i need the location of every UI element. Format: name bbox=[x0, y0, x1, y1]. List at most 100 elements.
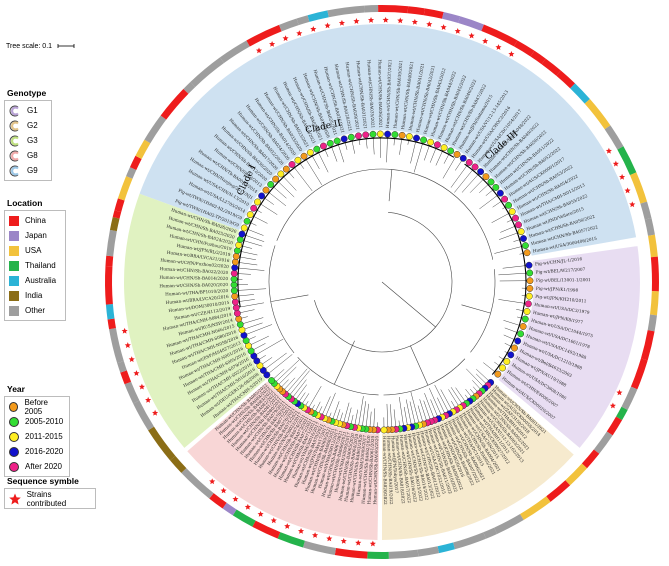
location-segment bbox=[581, 449, 600, 469]
location-legend-item: Thailand bbox=[9, 258, 61, 273]
contributed-star-icon bbox=[482, 37, 489, 44]
red-star-icon bbox=[9, 493, 21, 504]
contributed-star-icon bbox=[426, 21, 433, 27]
location-segment bbox=[604, 125, 624, 150]
genotype-sector-g9 bbox=[139, 24, 637, 256]
location-legend-item: Other bbox=[9, 303, 61, 318]
year-dot bbox=[268, 377, 276, 385]
tip-label: Human-wt/CHN/Sh-BA037/2021 bbox=[385, 59, 393, 128]
tip-label: Human-wt/CHN/Sh-BA014/2020 bbox=[159, 275, 228, 281]
location-legend-title: Location bbox=[7, 198, 43, 208]
tip-label: Pig-wt/BEL/13001-1/2001 bbox=[536, 277, 591, 282]
location-segment bbox=[219, 40, 250, 64]
year-dot bbox=[380, 426, 388, 434]
location-segment bbox=[629, 172, 648, 204]
year-dot bbox=[440, 144, 448, 152]
location-segment bbox=[442, 11, 461, 23]
tip-label: Pig-wt/BEL/W217/2007 bbox=[536, 267, 586, 275]
year-legend-item: 2011-2015 bbox=[9, 429, 65, 444]
year-dot bbox=[232, 252, 240, 260]
year-dot bbox=[447, 147, 455, 155]
year-dot bbox=[487, 178, 495, 186]
year-dot bbox=[362, 131, 370, 139]
contributed-star-icon bbox=[367, 17, 375, 23]
contributed-star-icon bbox=[382, 16, 389, 23]
tree-scale-bar bbox=[57, 44, 75, 49]
contributed-star-icon bbox=[619, 173, 626, 180]
tree-scale: Tree scale: 0.1 bbox=[6, 43, 75, 50]
location-segment bbox=[640, 201, 652, 220]
location-segment bbox=[364, 5, 379, 13]
contributed-star-icon bbox=[624, 187, 631, 194]
location-segment bbox=[648, 234, 658, 258]
clade-internal-arc bbox=[276, 168, 494, 260]
year-dot bbox=[240, 224, 248, 232]
tip-label: Human-wt/VNM/30009/2017 bbox=[356, 434, 368, 496]
genotype-symbol-icon bbox=[9, 165, 19, 176]
year-dot bbox=[526, 269, 534, 277]
location-segment bbox=[246, 24, 282, 47]
location-segment bbox=[483, 527, 498, 539]
year-dot bbox=[262, 186, 270, 194]
location-segment bbox=[417, 546, 440, 557]
year-dot bbox=[282, 165, 290, 173]
location-legend-label: India bbox=[25, 291, 43, 300]
year-dot bbox=[427, 138, 435, 146]
location-swatch bbox=[9, 275, 19, 286]
contributed-star-icon bbox=[284, 523, 291, 529]
contributed-star-icon bbox=[324, 22, 331, 29]
year-dot bbox=[231, 258, 239, 266]
year-dot bbox=[254, 198, 261, 206]
genotype-sector-g2 bbox=[382, 383, 574, 540]
tip-label: Human-wt/CHN/Sh-BA060/2020 bbox=[372, 436, 379, 505]
year-dot bbox=[277, 170, 285, 178]
location-segment bbox=[296, 15, 310, 26]
year-dot bbox=[267, 181, 275, 188]
year-dot bbox=[313, 145, 321, 153]
tip-label: Human-wt/CHN/Sh-BA018/2022 bbox=[395, 435, 406, 504]
location-segment bbox=[279, 18, 299, 32]
location-segment bbox=[222, 502, 237, 516]
tip-label: Pig-wt/JPN/K1/1998 bbox=[536, 286, 579, 293]
year-legend-label: Before 2005 bbox=[24, 397, 49, 416]
location-legend-item: China bbox=[9, 213, 61, 228]
year-dot bbox=[230, 275, 238, 283]
location-segment bbox=[133, 400, 154, 431]
year-dot bbox=[511, 344, 518, 352]
year-dot bbox=[453, 150, 461, 158]
tip-label: Human-wt/THA/BP1010/2020 bbox=[165, 288, 229, 297]
location-segment bbox=[327, 5, 365, 18]
genotype-symbol-icon bbox=[9, 105, 19, 116]
location-swatch bbox=[9, 245, 19, 256]
sequence-legend-item: Strains contributed bbox=[9, 490, 91, 508]
location-legend-item: India bbox=[9, 288, 61, 303]
year-dot bbox=[230, 269, 238, 277]
year-dot bbox=[526, 277, 534, 285]
tip-label: Human-wt/CHN/Sh-BA061/2020 bbox=[366, 435, 375, 504]
location-segment bbox=[481, 24, 518, 47]
contributed-star-icon bbox=[397, 17, 404, 24]
year-dot bbox=[515, 221, 522, 229]
year-dot bbox=[384, 130, 392, 138]
location-segment bbox=[458, 16, 484, 31]
year-dot bbox=[230, 281, 238, 289]
year-dot bbox=[263, 371, 271, 379]
contributed-star-icon bbox=[605, 147, 612, 154]
year-dot bbox=[231, 292, 239, 300]
year-dot bbox=[523, 308, 531, 315]
tip-label: Human-wt/CHN/Sh-BA019/2022 bbox=[386, 436, 394, 505]
location-legend-item: Australia bbox=[9, 273, 61, 288]
location-segment bbox=[307, 10, 329, 22]
location-segment bbox=[109, 328, 124, 364]
tip-label: Human-wt/CHN/Sh-BA020/2020 bbox=[159, 282, 228, 288]
year-dot-swatch bbox=[9, 416, 19, 427]
contributed-star-icon bbox=[152, 409, 159, 416]
genotype-legend-item: G2 bbox=[9, 118, 47, 133]
location-legend-label: Australia bbox=[25, 276, 57, 285]
contributed-star-icon bbox=[209, 478, 216, 485]
tip-label: Human-wt/CHN/Sh-BA022/2020 bbox=[160, 266, 229, 275]
contributed-star-icon bbox=[296, 30, 303, 36]
year-dot-swatch bbox=[9, 446, 19, 457]
genotype-symbol-icon bbox=[9, 150, 19, 161]
year-dot bbox=[369, 130, 377, 138]
